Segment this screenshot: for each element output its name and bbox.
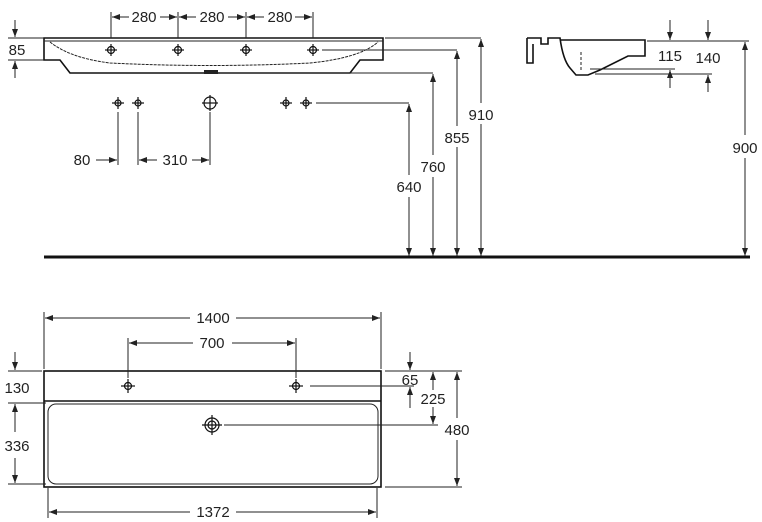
dim-depth-115: 115	[658, 48, 682, 65]
dim-rim-height: 85	[9, 42, 26, 59]
plan-view: 1400 700 1372 130 336 65 225 480	[4, 310, 469, 521]
dim-inner-width: 1372	[196, 504, 229, 521]
dim-drain-offset: 225	[420, 391, 445, 408]
dim-height-855: 855	[444, 130, 469, 147]
tap-hole-left	[121, 379, 135, 393]
tap-hole-right	[289, 379, 303, 393]
dim-tap-spacing-3: 280	[267, 9, 292, 26]
dim-tap-offset: 65	[402, 372, 419, 389]
dim-overall-width: 1400	[196, 310, 229, 327]
dim-basin-depth: 336	[4, 438, 29, 455]
dim-height-640: 640	[396, 179, 421, 196]
dim-overall-depth: 480	[444, 422, 469, 439]
drain-plan	[202, 415, 222, 435]
dim-height-760: 760	[420, 159, 445, 176]
basin-bowl-plan	[47, 403, 379, 485]
dim-deck-depth: 130	[4, 380, 29, 397]
tap-holes-front	[105, 44, 319, 56]
dim-height-910: 910	[468, 107, 493, 124]
dim-depth-140: 140	[695, 50, 720, 67]
side-view: 115 140 900	[526, 20, 758, 256]
basin-bowl-curve	[49, 41, 379, 66]
front-view: 280 280 280 85 80 310	[8, 9, 494, 256]
basin-side-profile	[527, 37, 646, 76]
valve-holes	[112, 95, 312, 111]
dim-tap-spacing-plan: 700	[199, 335, 224, 352]
dim-tap-spacing-2: 280	[199, 9, 224, 26]
basin-front-outline	[43, 37, 384, 74]
dim-valve-spacing: 80	[74, 152, 91, 169]
dim-tap-spacing-1: 280	[131, 9, 156, 26]
dim-height-900: 900	[732, 140, 757, 157]
dim-valve-to-drain: 310	[162, 152, 187, 169]
